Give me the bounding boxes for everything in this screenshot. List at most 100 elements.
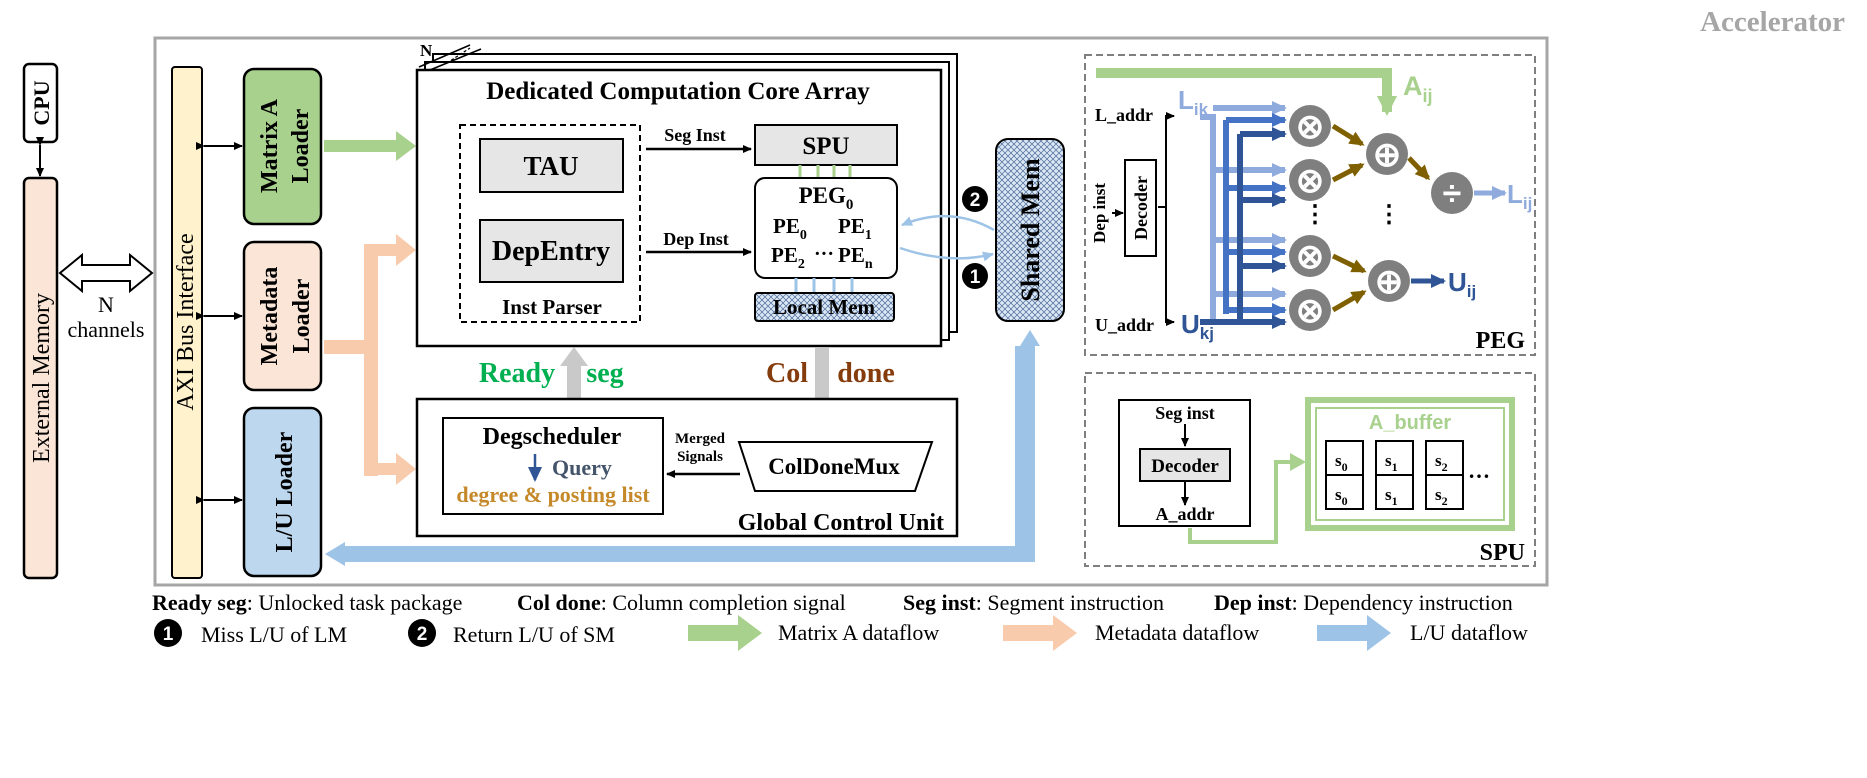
legend-term-3-key: Seg inst (903, 590, 976, 615)
degscheduler-label: Degscheduler (483, 424, 622, 450)
pe2-label: PE2 (771, 243, 805, 272)
legend-marker-two-label: 2 (417, 624, 428, 645)
legend-term-1-key: Ready seg (152, 590, 247, 615)
aij-sub: ij (1423, 86, 1433, 106)
matrix-a-loader-line2: Loader (288, 108, 314, 183)
peg-dep-inst-label: Dep inst (1090, 183, 1109, 243)
aij-flow-line (1096, 68, 1397, 116)
merged-label-2: Signals (677, 449, 723, 465)
aij-label: Aij (1403, 71, 1433, 106)
legend-term-3: Seg inst: Segment instruction (903, 590, 1164, 615)
seg-label: seg (586, 358, 623, 389)
l-addr-label: L_addr (1095, 105, 1153, 125)
accelerator-frame (153, 36, 1549, 587)
adder-2 (1368, 260, 1410, 302)
matrix-a-loader-line1: Matrix A (257, 98, 283, 193)
slot-1-bottom: s1 (1385, 485, 1398, 508)
stack-n-label: N (420, 41, 433, 60)
peg-decoder-label: Decoder (1131, 176, 1151, 240)
metadata-loader-line2: Loader (289, 278, 315, 353)
spu-seg-inst-label: Seg inst (1155, 403, 1215, 423)
add-sym-2: ⊕ (1375, 263, 1404, 301)
peg-decoder-block (1124, 159, 1157, 257)
pen-sub: n (865, 257, 873, 272)
multiplier-1 (1289, 105, 1331, 147)
channels-double-arrow (58, 252, 154, 294)
marker-two-label: 2 (970, 190, 981, 211)
col-label: Col (766, 358, 808, 389)
channels-label: channels (68, 317, 145, 342)
slot-2-bottom-base: s (1435, 485, 1442, 504)
coldonemux-block (737, 441, 934, 492)
tau-label: TAU (523, 151, 578, 181)
peg-panel (1084, 54, 1536, 356)
slot-1-top-sub: 1 (1392, 460, 1398, 474)
dep-inst-label: Dep Inst (663, 229, 729, 249)
ready-label: Ready (479, 358, 555, 389)
slot-0-bottom-base: s (1335, 485, 1342, 504)
legend-term-2: Col done: Column completion signal (517, 590, 846, 615)
degscheduler-block (442, 417, 664, 515)
shared-mem-label: Shared Mem (1016, 158, 1045, 302)
adder-1 (1366, 133, 1408, 175)
aij-base: A (1403, 71, 1423, 101)
legend-marker-one-label: 1 (163, 624, 174, 645)
pe1-base: PE (838, 214, 865, 238)
seg-inst-label: Seg Inst (664, 125, 726, 145)
decoder-l-addr-line (1158, 112, 1175, 208)
multiplier-3 (1289, 235, 1331, 277)
div-sym: ÷ (1443, 175, 1462, 213)
a-buffer-label: A_buffer (1369, 412, 1451, 434)
ukj-base: U (1181, 309, 1200, 339)
slot-2-top: s2 (1435, 451, 1448, 474)
legend-return-label: Return L/U of SM (453, 622, 615, 647)
depentry-block (479, 219, 624, 283)
legend-term-2-key: Col done (517, 590, 601, 615)
mul-sym-4: ⊗ (1296, 292, 1325, 330)
legend-lu-label: L/U dataflow (1410, 620, 1528, 645)
cpu-block: CPU (22, 62, 59, 144)
slot-0-bottom: s0 (1335, 485, 1348, 508)
matrix-a-loader: Matrix A Loader (242, 67, 323, 226)
mul-sym-1: ⊗ (1296, 108, 1325, 146)
accelerator-label: Accelerator (1700, 6, 1845, 38)
ukj-label: Ukj (1181, 309, 1214, 343)
inst-parser-box (459, 124, 641, 323)
pe2-base: PE (771, 243, 798, 267)
lik-fanout (1200, 114, 1216, 320)
cpu-label: CPU (29, 80, 54, 125)
legend-matrix-a-label: Matrix A dataflow (778, 620, 939, 645)
legend-term-1-desc: : Unlocked task package (247, 590, 463, 615)
pen-label: PEn (838, 243, 873, 272)
product-arrows (1331, 123, 1431, 313)
mul-vdots: ⋮ (1303, 202, 1327, 228)
slot-1-top: s1 (1385, 451, 1398, 474)
a-buffer-inner (1315, 407, 1505, 521)
pe0-sub: 0 (800, 228, 807, 243)
tau-block (479, 138, 624, 193)
marker-two (962, 186, 988, 212)
miss-lu-curve (899, 246, 994, 262)
slot-2-bottom: s2 (1435, 485, 1448, 508)
uij-label: Uij (1448, 267, 1476, 301)
metadata-flow-arrow (324, 234, 416, 485)
depentry-label: DepEntry (492, 236, 610, 267)
legend-green-arrow (688, 615, 762, 651)
lij-label: Lij (1507, 179, 1532, 213)
a-addr-green-line (1188, 460, 1292, 544)
local-mem-block (754, 292, 895, 322)
coldonemux-label: ColDoneMux (768, 454, 900, 479)
pe0-label: PE0 (773, 214, 807, 243)
peg0-block (754, 177, 898, 279)
lu-loader-label: L/U Loader (272, 431, 298, 552)
spu-a-addr-label: A_addr (1155, 504, 1214, 524)
legend-marker-two (408, 619, 436, 647)
mul-sym-2: ⊗ (1296, 162, 1325, 200)
spu-decoder-label: Decoder (1151, 456, 1219, 477)
pe2-sub: 2 (798, 257, 805, 272)
uij-sub: ij (1467, 282, 1476, 301)
return-lu-curve (901, 214, 995, 232)
legend-term-2-desc: : Column completion signal (601, 590, 846, 615)
u-addr-label: U_addr (1095, 315, 1154, 335)
legend-term-4-key: Dep inst (1214, 590, 1292, 615)
